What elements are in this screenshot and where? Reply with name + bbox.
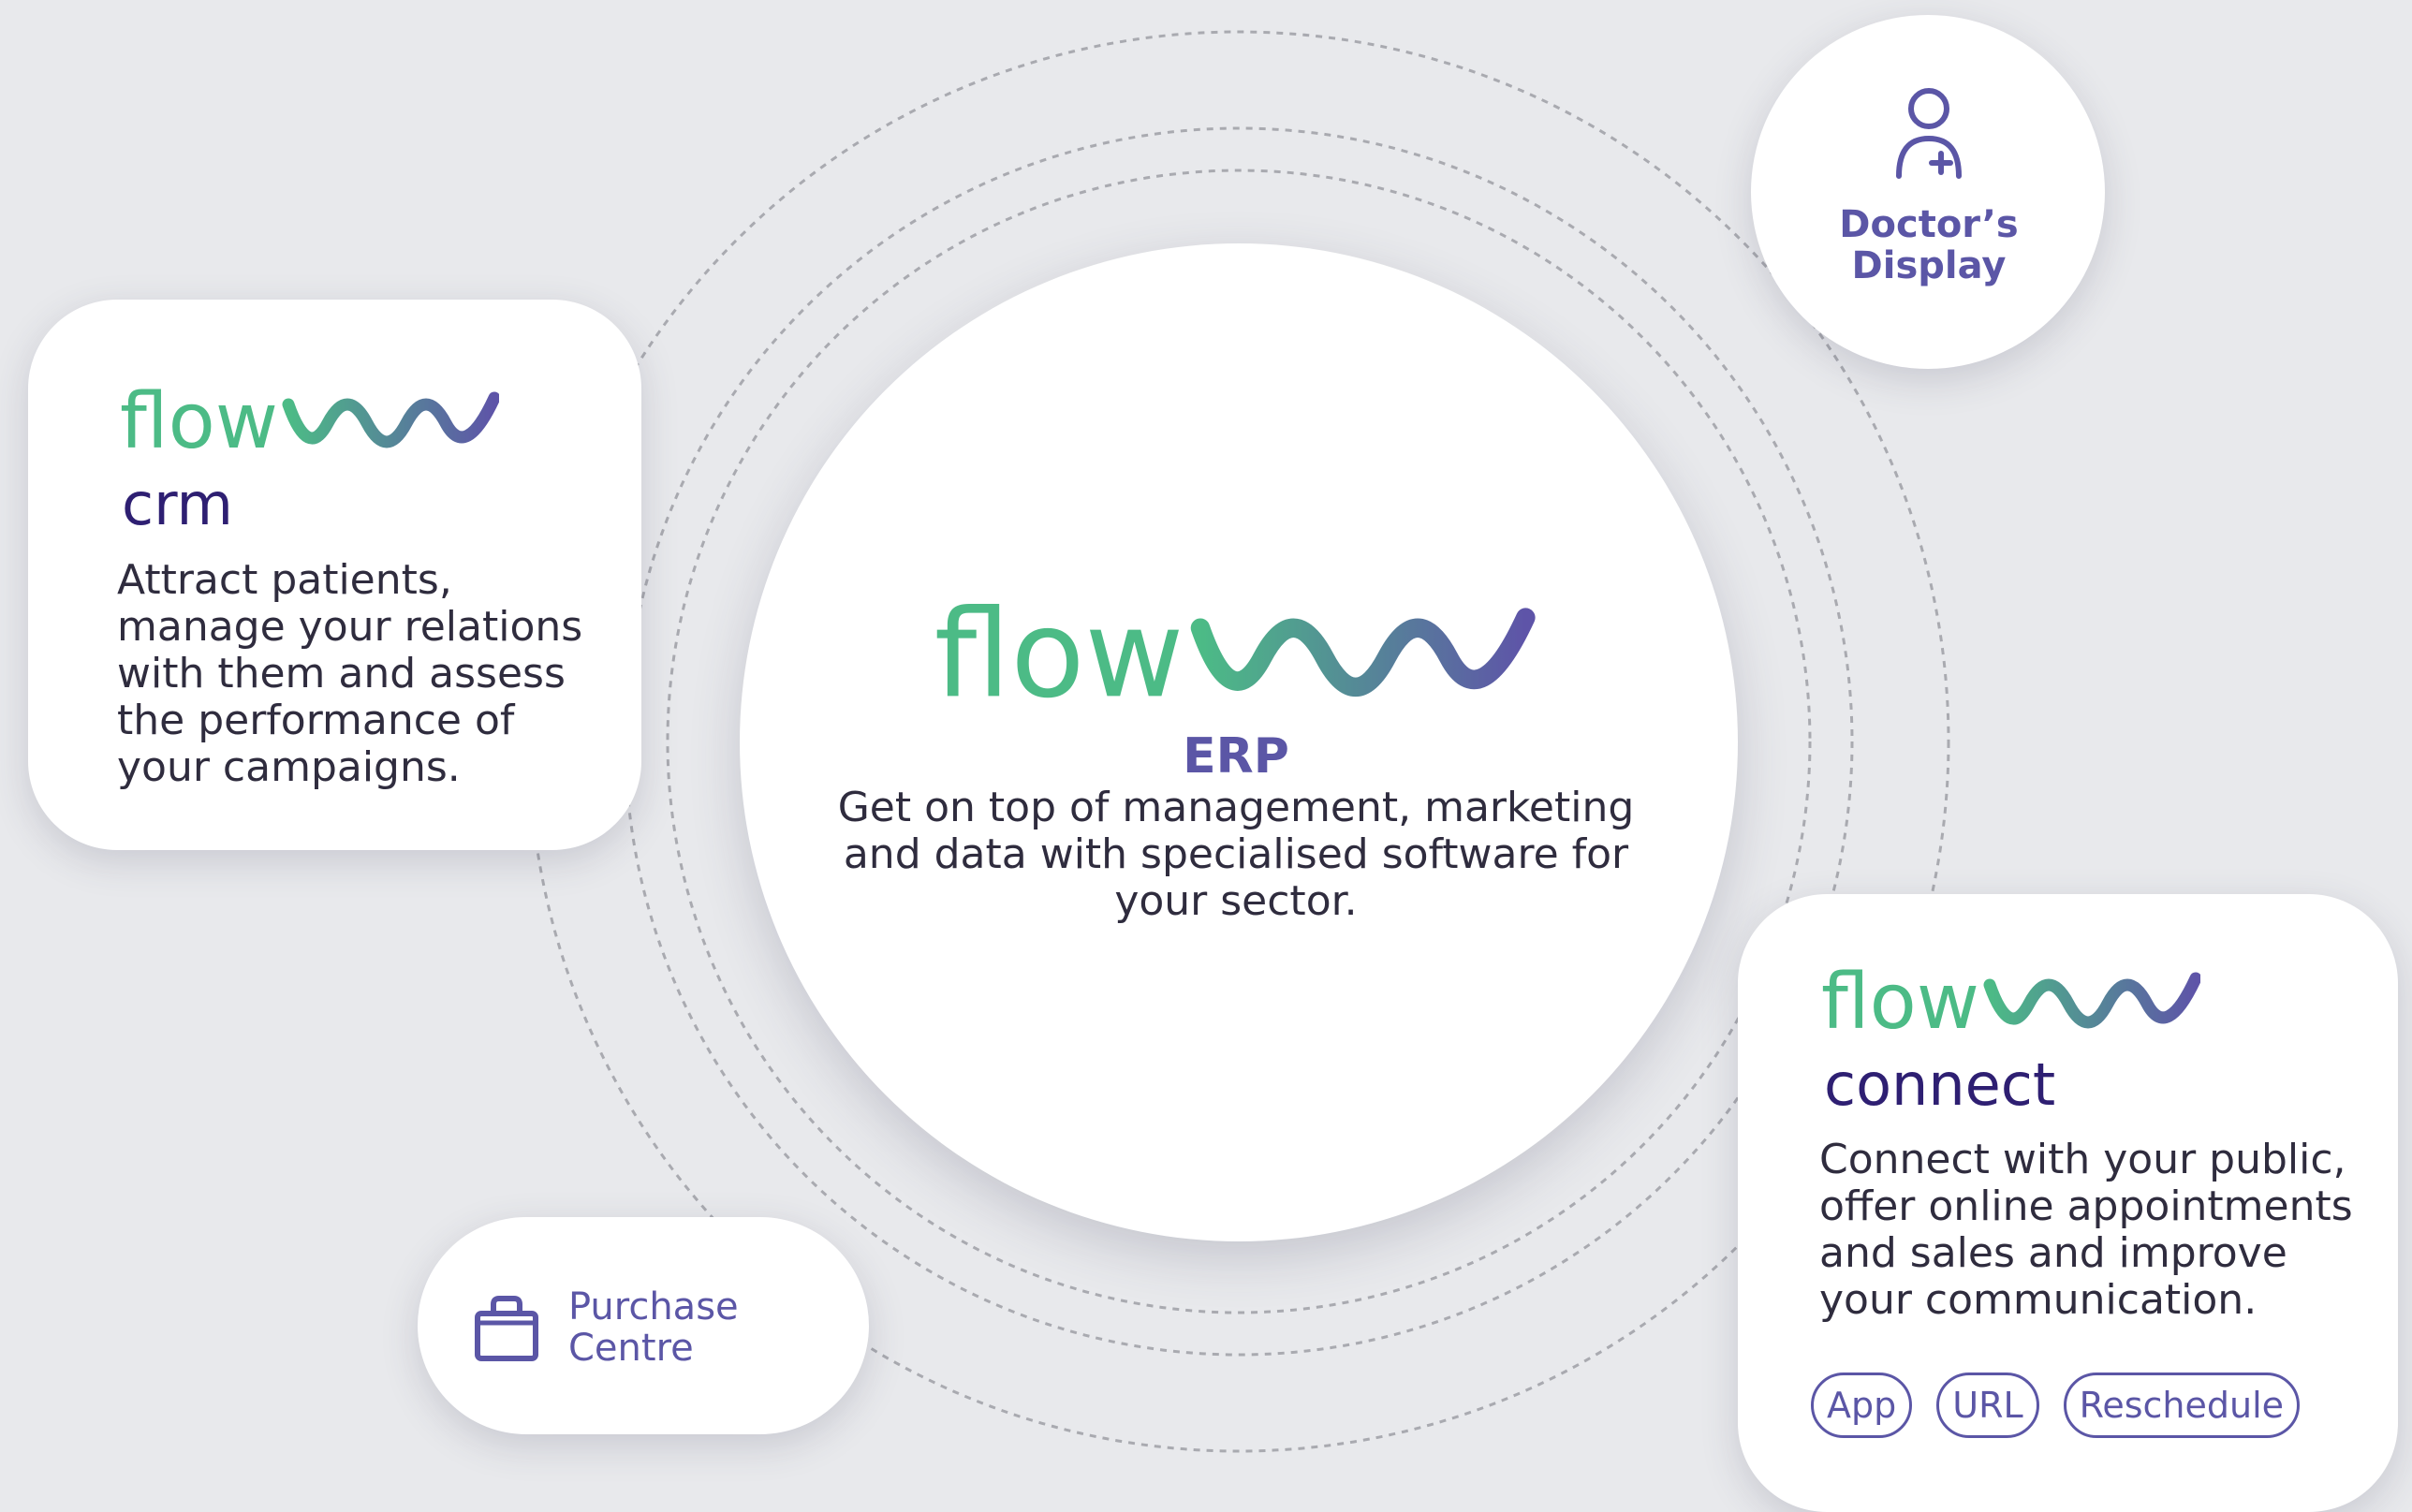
shopping-bag-icon: [475, 1296, 538, 1361]
purchase-centre-pill[interactable]: [418, 1217, 869, 1434]
flow-logo-erp: flow: [934, 595, 1536, 708]
purchase-centre-label: Purchase Centre: [568, 1285, 739, 1370]
doctors-display-label: Doctor’s Display: [1839, 203, 2019, 287]
connect-subtitle: connect: [1824, 1050, 2056, 1119]
erp-description: Get on top of management, marketing and …: [837, 784, 1635, 925]
svg-text:flow: flow: [934, 595, 1184, 708]
doctor-person-plus-icon: [1896, 88, 1962, 179]
tag-app[interactable]: App: [1811, 1373, 1913, 1438]
doctors-display-bubble[interactable]: [1751, 15, 2105, 369]
connect-description: Connect with your public, offer online a…: [1819, 1136, 2353, 1324]
flow-logo-connect: flow: [1821, 964, 2200, 1035]
erp-title: ERP: [1183, 728, 1289, 785]
tag-url[interactable]: URL: [1936, 1373, 2039, 1438]
flow-logo-crm: flow: [120, 384, 499, 455]
svg-text:flow: flow: [1821, 964, 1979, 1035]
tag-reschedule[interactable]: Reschedule: [2063, 1373, 2301, 1438]
svg-text:flow: flow: [120, 384, 278, 455]
erp-circle: [740, 243, 1738, 1241]
crm-subtitle: crm: [122, 470, 233, 538]
crm-card[interactable]: [28, 300, 641, 850]
crm-description: Attract patients, manage your relations …: [117, 556, 583, 791]
connect-tag-list: App URL Reschedule: [1811, 1373, 2301, 1438]
